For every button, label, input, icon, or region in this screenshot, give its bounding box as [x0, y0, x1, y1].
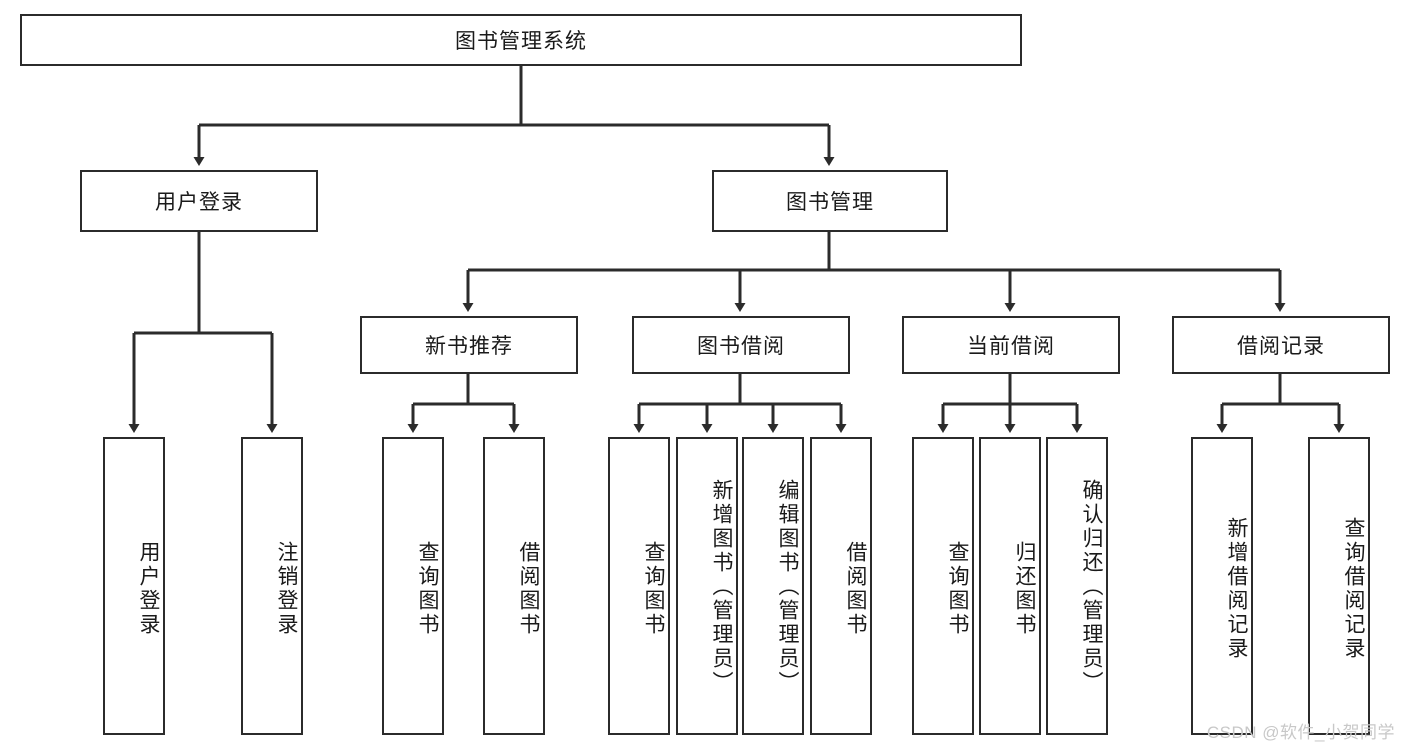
leaf-user-login[interactable]: 用户登录	[103, 437, 165, 735]
leaf-query-book-recommend[interactable]: 查询图书	[382, 437, 444, 735]
leaf-return-book[interactable]: 归还图书	[979, 437, 1041, 735]
leaf-query-borrow-record[interactable]: 查询借阅记录	[1308, 437, 1370, 735]
node-label: 新书推荐	[425, 335, 513, 358]
node-label: 用户登录	[155, 191, 243, 214]
node-new-book-recommend[interactable]: 新书推荐	[360, 316, 578, 374]
node-root[interactable]: 图书管理系统	[20, 14, 1022, 66]
leaf-add-borrow-record[interactable]: 新增借阅记录	[1191, 437, 1253, 735]
node-label: 查询图书	[642, 541, 665, 637]
node-label: 新增借阅记录	[1225, 517, 1248, 661]
leaf-confirm-return-admin[interactable]: 确认归还（管理员）	[1046, 437, 1108, 735]
leaf-edit-book-admin[interactable]: 编辑图书（管理员）	[742, 437, 804, 735]
node-book-manage[interactable]: 图书管理	[712, 170, 948, 232]
node-label: 借阅图书	[844, 541, 867, 637]
node-borrow-record[interactable]: 借阅记录	[1172, 316, 1390, 374]
csdn-watermark: CSDN @软件_小贺同学	[1206, 723, 1395, 742]
node-label: 查询借阅记录	[1342, 517, 1365, 661]
node-label: 借阅记录	[1237, 335, 1325, 358]
node-label: 编辑图书（管理员）	[776, 479, 799, 695]
leaf-borrow-book-borrow[interactable]: 借阅图书	[810, 437, 872, 735]
node-label: 查询图书	[416, 541, 439, 637]
leaf-query-book-borrow[interactable]: 查询图书	[608, 437, 670, 735]
node-label: 当前借阅	[967, 335, 1055, 358]
leaf-add-book-admin[interactable]: 新增图书（管理员）	[676, 437, 738, 735]
leaf-query-book-current[interactable]: 查询图书	[912, 437, 974, 735]
node-label: 图书管理	[786, 191, 874, 214]
node-label: 查询图书	[946, 541, 969, 637]
node-label: 图书借阅	[697, 335, 785, 358]
node-label: 新增图书（管理员）	[710, 479, 733, 695]
node-label: 确认归还（管理员）	[1080, 479, 1103, 695]
node-current-borrow[interactable]: 当前借阅	[902, 316, 1120, 374]
node-user-login[interactable]: 用户登录	[80, 170, 318, 232]
node-label: 归还图书	[1013, 541, 1036, 637]
node-label: 图书管理系统	[455, 30, 587, 53]
node-label: 借阅图书	[517, 541, 540, 637]
node-label: 注销登录	[275, 541, 298, 637]
node-book-borrow[interactable]: 图书借阅	[632, 316, 850, 374]
leaf-borrow-book-recommend[interactable]: 借阅图书	[483, 437, 545, 735]
leaf-user-logout[interactable]: 注销登录	[241, 437, 303, 735]
node-label: 用户登录	[137, 541, 160, 637]
